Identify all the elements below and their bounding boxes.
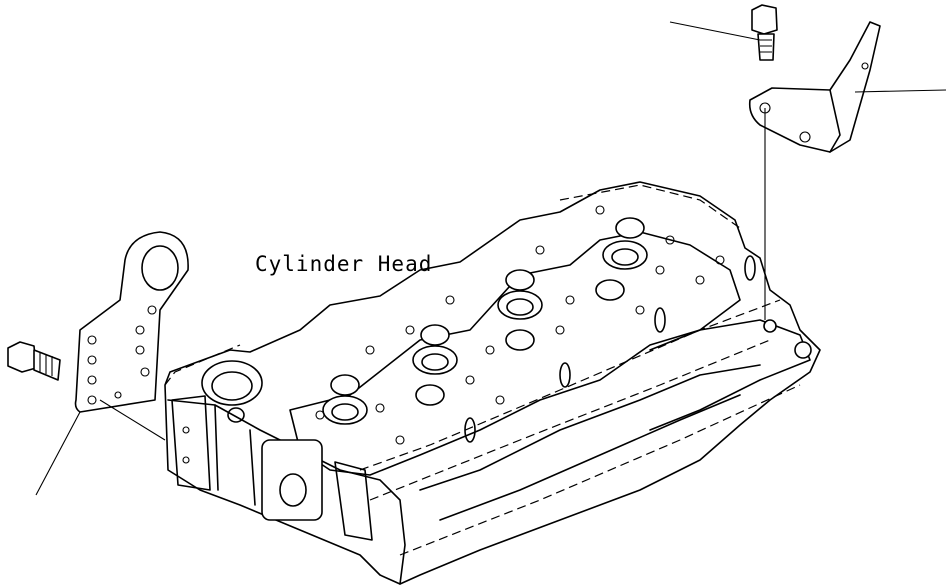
front-lifting-bracket <box>74 231 189 413</box>
valve-cluster <box>322 217 648 425</box>
front-bracket-bolt <box>7 341 61 381</box>
rear-bracket-bolt <box>751 4 778 61</box>
cylinder-head-label: Cylinder Head <box>255 252 433 276</box>
cylinder-head <box>164 181 821 585</box>
rear-lifting-bracket <box>748 21 881 153</box>
rear-leader-line <box>669 21 946 320</box>
bolt-holes <box>315 205 725 445</box>
front-leader-line <box>35 399 166 496</box>
